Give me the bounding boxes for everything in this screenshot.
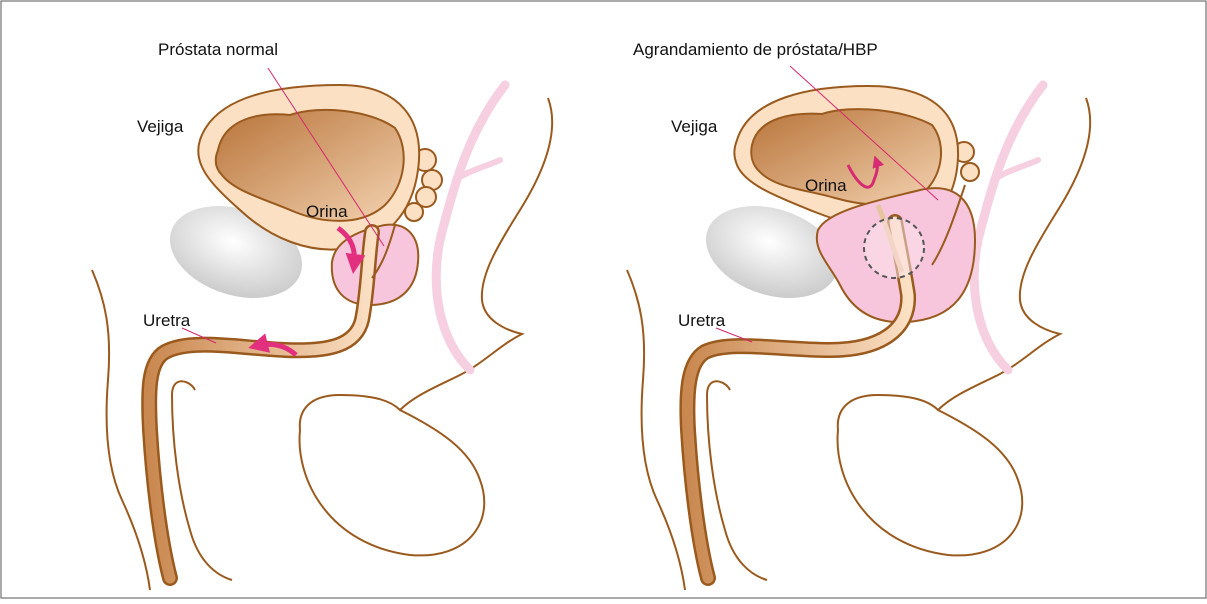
scrotum-outline	[300, 410, 485, 555]
constriction-circle	[864, 218, 924, 278]
vessel-right	[974, 85, 1043, 370]
panel-bph: Agrandamiento de próstata/HBP Vejiga Ori…	[627, 40, 1090, 590]
label-urine: Orina	[805, 176, 847, 195]
body-outline-left	[92, 270, 150, 590]
label-bladder: Vejiga	[671, 117, 718, 136]
panel-title-bph: Agrandamiento de próstata/HBP	[633, 40, 878, 59]
panel-title-normal: Próstata normal	[158, 40, 278, 59]
label-bladder: Vejiga	[137, 117, 184, 136]
label-urethra: Uretra	[143, 311, 191, 330]
penis-inner-outline	[707, 381, 767, 580]
scrotum-outline	[838, 410, 1023, 555]
label-urethra: Uretra	[678, 311, 726, 330]
body-outline-left	[627, 270, 685, 590]
vessel-left	[436, 85, 505, 370]
penis-inner-outline	[172, 381, 232, 580]
label-urine: Orina	[306, 202, 348, 221]
panel-normal: Próstata normal Vejiga Orina Uretra	[92, 40, 552, 590]
